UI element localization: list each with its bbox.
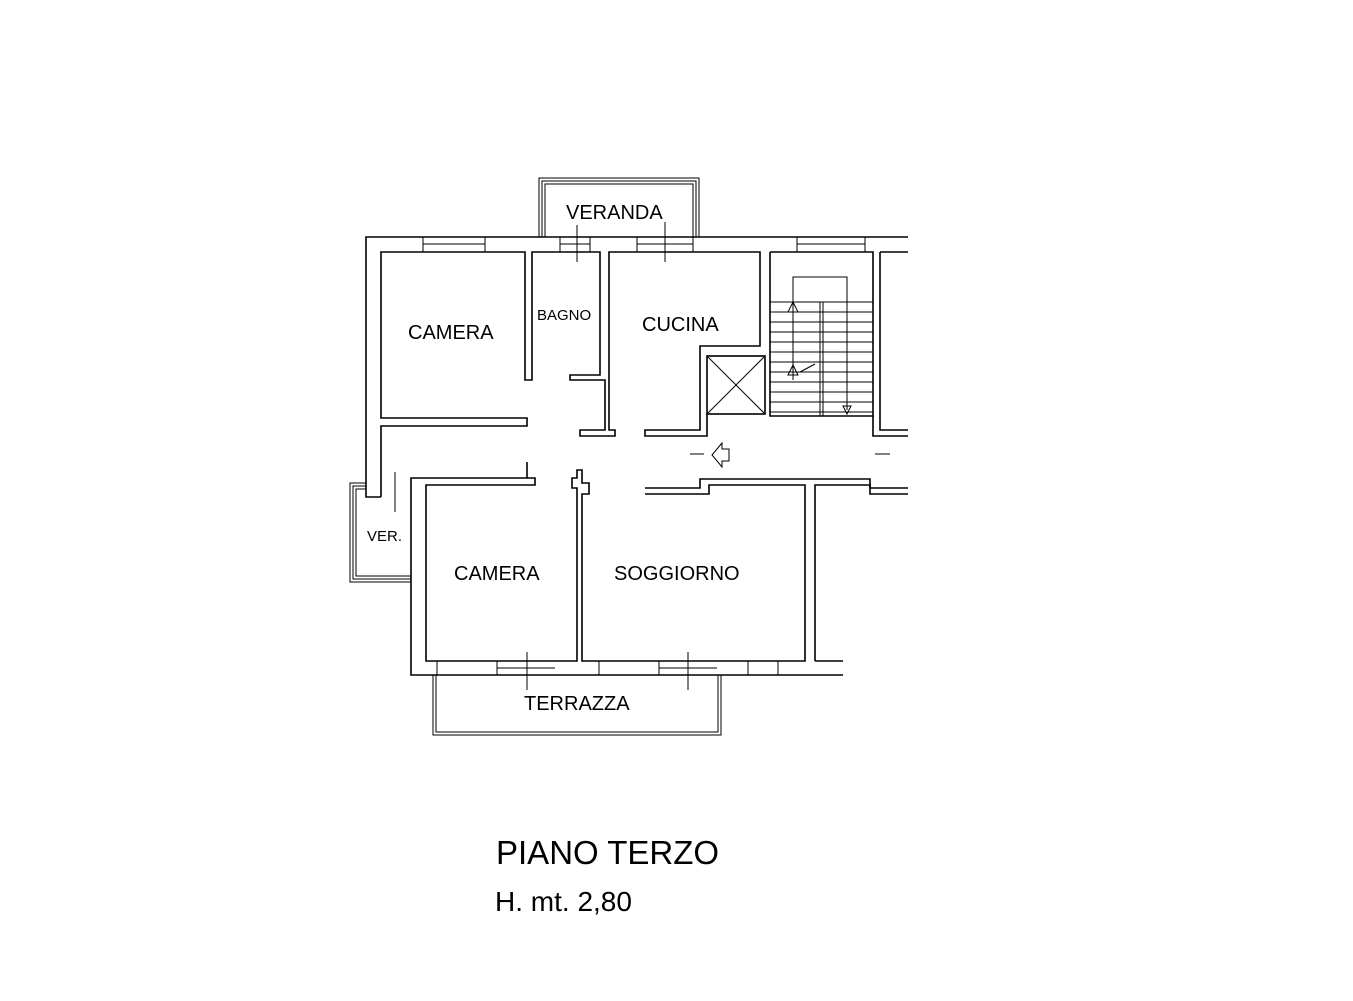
room-label-veranda: VERANDA [566, 202, 663, 224]
room-label-camera-1: CAMERA [408, 322, 494, 344]
room-label-ver: VER. [367, 528, 402, 545]
staircase [770, 276, 873, 416]
ver-balcony [349, 482, 411, 583]
room-label-camera-2: CAMERA [454, 563, 540, 585]
ceiling-height-note: H. mt. 2,80 [495, 886, 632, 917]
veranda-balcony [538, 177, 700, 237]
floor-title: PIANO TERZO [496, 834, 720, 871]
room-label-cucina: CUCINA [642, 314, 719, 336]
room-label-bagno: BAGNO [537, 307, 591, 324]
room-label-terrazza: TERRAZZA [524, 693, 630, 715]
lift-shaft [706, 355, 766, 415]
walls [365, 222, 908, 690]
room-label-soggiorno: SOGGIORNO [614, 563, 740, 585]
terrazza-balcony [432, 675, 722, 736]
entrance-arrow-icon [711, 441, 730, 469]
